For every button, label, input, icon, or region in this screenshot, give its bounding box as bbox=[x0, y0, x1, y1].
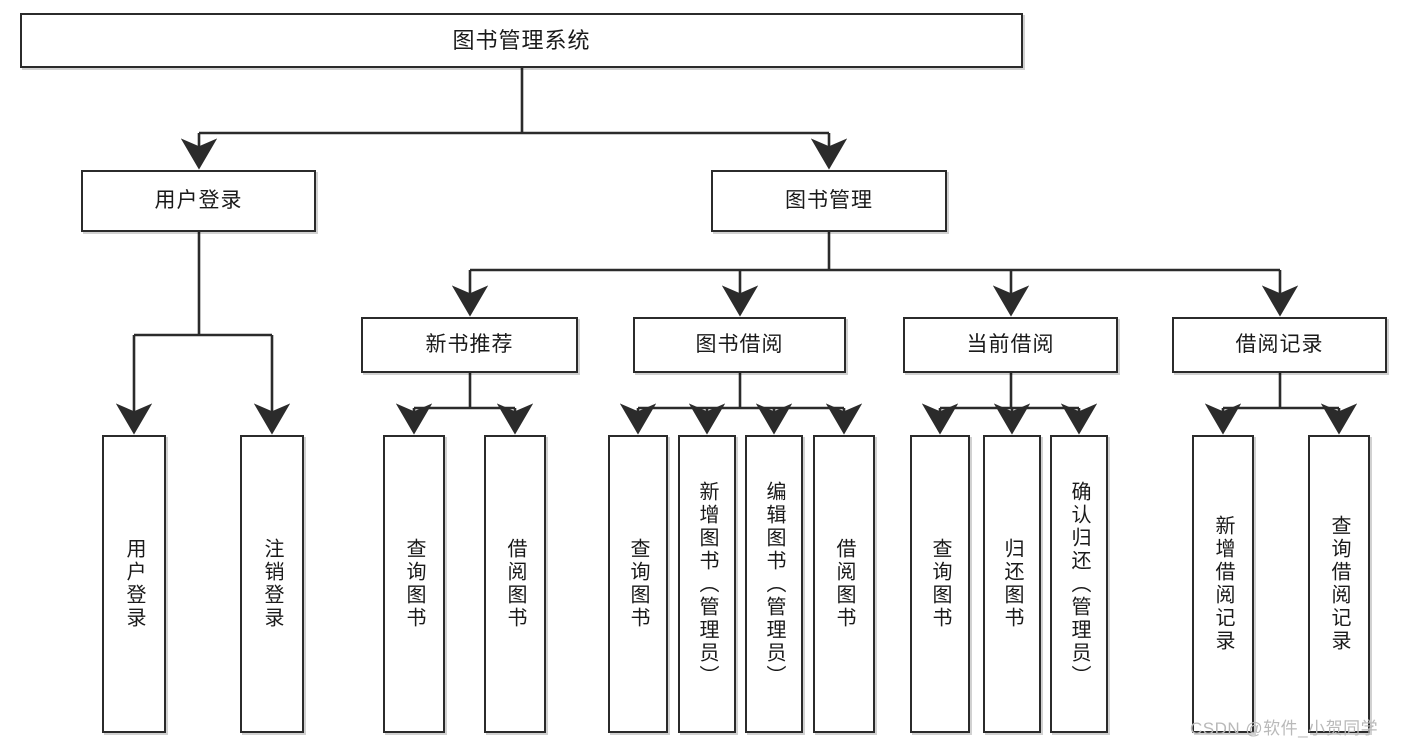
node-leaf-8[interactable]: 借阅图书 bbox=[813, 435, 875, 733]
node-bookmgmt[interactable]: 图书管理 bbox=[711, 170, 947, 232]
node-label: 查询图书 bbox=[929, 538, 951, 630]
node-label: 新书推荐 bbox=[425, 332, 514, 356]
node-label: 借阅图书 bbox=[833, 538, 855, 630]
node-label: 借阅记录 bbox=[1235, 332, 1324, 356]
node-leaf-4[interactable]: 借阅图书 bbox=[484, 435, 546, 733]
node-leaf-12[interactable]: 新增借阅记录 bbox=[1192, 435, 1254, 733]
node-current[interactable]: 当前借阅 bbox=[903, 317, 1118, 373]
node-records[interactable]: 借阅记录 bbox=[1172, 317, 1387, 373]
node-label: 新增借阅记录 bbox=[1212, 515, 1234, 653]
node-label: 当前借阅 bbox=[966, 332, 1055, 356]
node-label: 图书借阅 bbox=[695, 332, 784, 356]
node-root[interactable]: 图书管理系统 bbox=[20, 13, 1023, 68]
node-label: 编辑图书（管理员） bbox=[763, 480, 785, 688]
node-label: 归还图书 bbox=[1001, 538, 1023, 630]
node-newbook[interactable]: 新书推荐 bbox=[361, 317, 578, 373]
node-label: 借阅图书 bbox=[504, 538, 526, 630]
node-leaf-13[interactable]: 查询借阅记录 bbox=[1308, 435, 1370, 733]
node-leaf-2[interactable]: 注销登录 bbox=[240, 435, 304, 733]
node-label: 图书管理 bbox=[785, 188, 873, 212]
node-leaf-6[interactable]: 新增图书（管理员） bbox=[678, 435, 736, 733]
node-label: 新增图书（管理员） bbox=[696, 480, 718, 688]
node-label: 查询图书 bbox=[627, 538, 649, 630]
node-leaf-11[interactable]: 确认归还（管理员） bbox=[1050, 435, 1108, 733]
node-leaf-7[interactable]: 编辑图书（管理员） bbox=[745, 435, 803, 733]
node-leaf-3[interactable]: 查询图书 bbox=[383, 435, 445, 733]
node-leaf-10[interactable]: 归还图书 bbox=[983, 435, 1041, 733]
node-label: 查询图书 bbox=[403, 538, 425, 630]
node-label: 图书管理系统 bbox=[452, 27, 591, 53]
node-leaf-9[interactable]: 查询图书 bbox=[910, 435, 970, 733]
node-leaf-5[interactable]: 查询图书 bbox=[608, 435, 668, 733]
node-label: 确认归还（管理员） bbox=[1068, 480, 1090, 688]
node-label: 用户登录 bbox=[123, 538, 145, 630]
node-label: 用户登录 bbox=[154, 188, 243, 212]
node-label: 查询借阅记录 bbox=[1328, 515, 1350, 653]
node-borrow[interactable]: 图书借阅 bbox=[633, 317, 846, 373]
node-label: 注销登录 bbox=[261, 538, 283, 630]
edge-paths bbox=[115, 68, 1358, 435]
node-login[interactable]: 用户登录 bbox=[81, 170, 316, 232]
node-leaf-1[interactable]: 用户登录 bbox=[102, 435, 166, 733]
